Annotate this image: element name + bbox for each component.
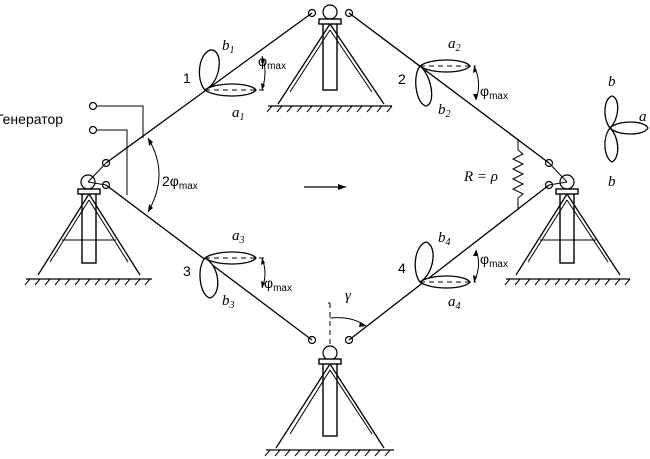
gamma-label: γ xyxy=(345,288,352,304)
mast-right xyxy=(515,158,621,276)
resistor-label: R = ρ xyxy=(463,169,498,185)
node-4-b-label: b4 xyxy=(438,230,451,248)
node-2-pattern xyxy=(415,59,480,107)
gamma-angle xyxy=(328,302,367,345)
two-phi-max-label: 2φmax xyxy=(162,173,198,192)
node-4-a-label: a4 xyxy=(448,294,461,312)
generator-feed xyxy=(88,101,144,195)
resistor-r xyxy=(511,140,525,210)
node-2-b-label: b2 xyxy=(438,102,451,120)
node-3-pattern xyxy=(199,251,266,299)
mast-bottom xyxy=(275,335,385,449)
node-1-a-label: a1 xyxy=(232,105,245,123)
legend-a: a xyxy=(639,109,647,125)
mast-top xyxy=(277,4,385,105)
node-1-b-label: b1 xyxy=(222,38,235,56)
node-3-b-label: b3 xyxy=(222,293,235,311)
node-1-number: 1 xyxy=(183,70,191,86)
node-4-phi-max-label: φmax xyxy=(480,251,508,270)
legend-b-bottom: b xyxy=(608,174,616,190)
node-3-a-label: a3 xyxy=(232,228,245,246)
node-2-phi-max-label: φmax xyxy=(480,83,508,102)
legend-b-top: b xyxy=(608,74,616,90)
node-3-phi-max-label: φmax xyxy=(264,275,292,294)
ground-lines xyxy=(24,105,631,457)
node-2-number: 2 xyxy=(398,71,406,87)
two-phi-max-angle xyxy=(147,137,160,213)
legend-pattern xyxy=(604,95,649,163)
node-3-number: 3 xyxy=(183,263,191,279)
node-4-pattern xyxy=(414,241,480,289)
generator-label: Генератор xyxy=(0,111,63,127)
mast-left xyxy=(37,158,141,276)
direction-arrow xyxy=(304,184,346,190)
node-2-a-label: a2 xyxy=(448,36,461,54)
node-4-number: 4 xyxy=(398,260,406,276)
node-1-phi-max-label: φmax xyxy=(258,53,286,72)
node-1-pattern xyxy=(198,49,266,97)
